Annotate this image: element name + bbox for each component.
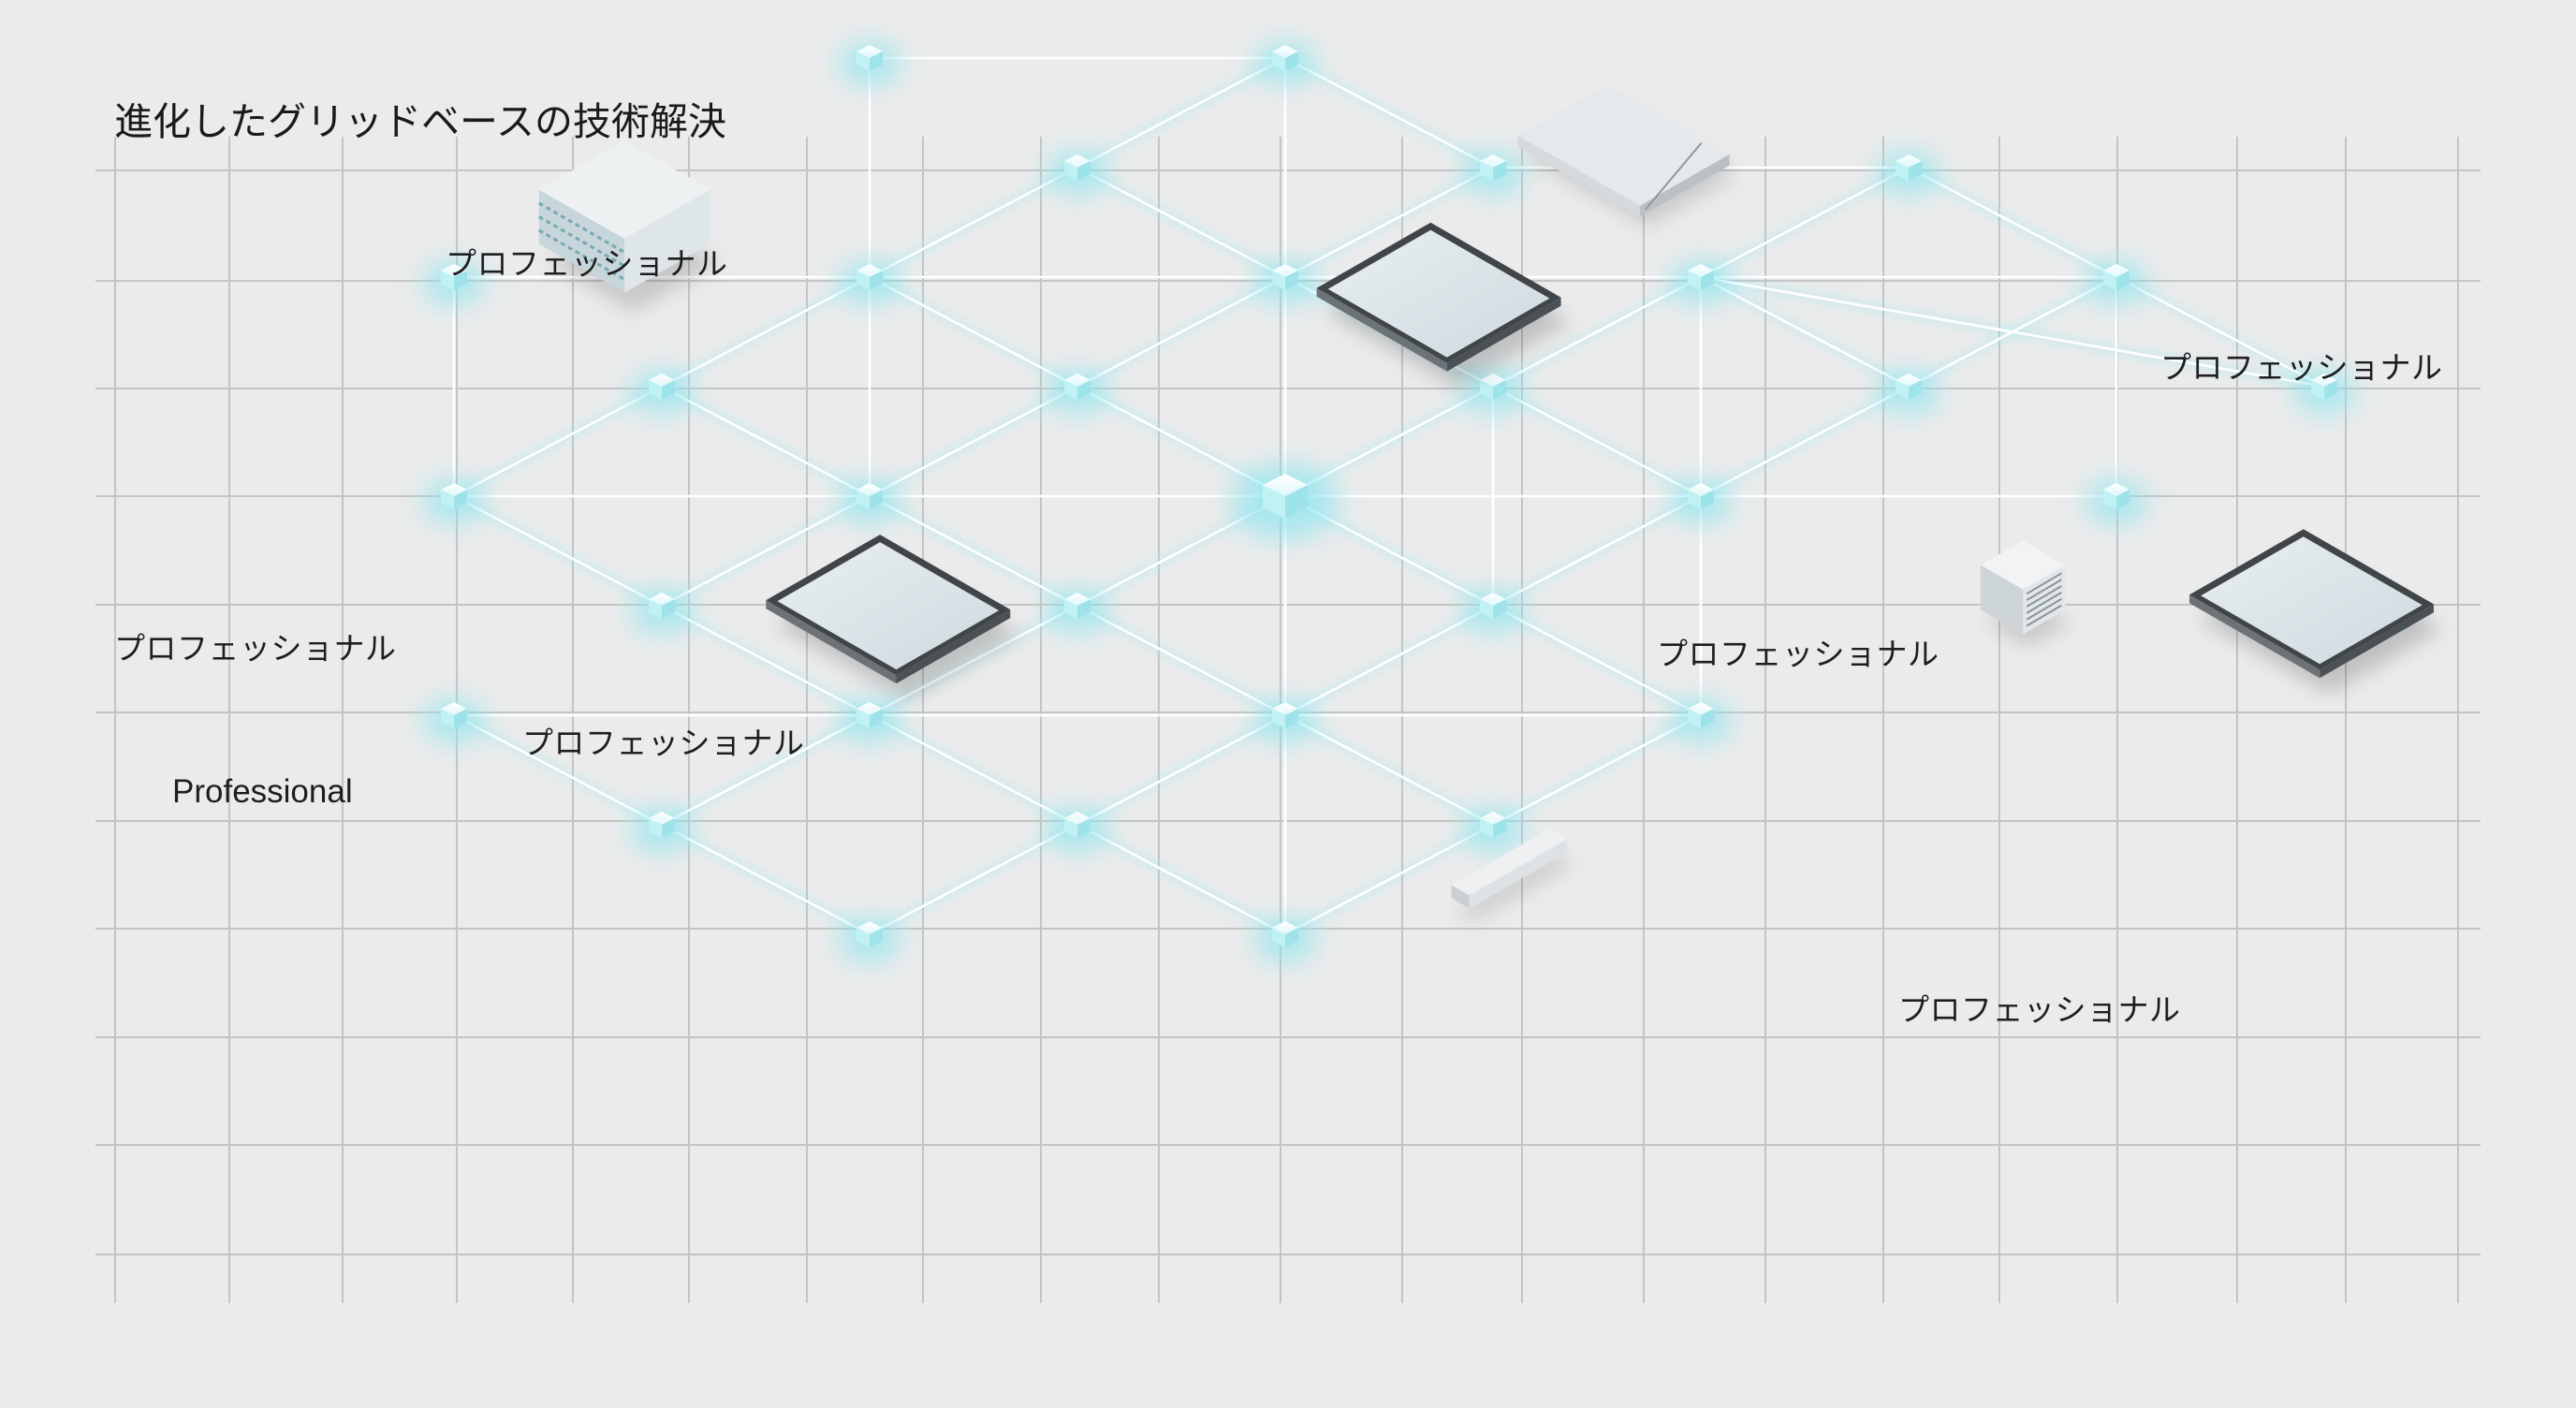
diagram-title: 進化したグリッドベースの技術解決 bbox=[114, 99, 726, 144]
server-cube bbox=[1980, 540, 2071, 648]
network-link bbox=[869, 166, 1078, 279]
network-node bbox=[1253, 698, 1317, 743]
tablet-screen bbox=[777, 542, 1000, 670]
network-link bbox=[1076, 604, 1286, 717]
network-link bbox=[1284, 604, 1494, 717]
network-node bbox=[1253, 917, 1317, 962]
network-node bbox=[1461, 370, 1525, 415]
devices bbox=[538, 83, 2443, 920]
network-node bbox=[1669, 479, 1733, 524]
network-node bbox=[1461, 808, 1525, 853]
network-node bbox=[2292, 370, 2356, 415]
usb-drive bbox=[1451, 829, 1573, 920]
network-node bbox=[838, 698, 901, 743]
network-node bbox=[1046, 370, 1109, 415]
network-nodes bbox=[422, 41, 2356, 962]
network-node bbox=[1046, 808, 1109, 853]
network-link bbox=[453, 494, 663, 608]
network-link bbox=[2115, 275, 2325, 389]
network-node bbox=[1877, 151, 1940, 196]
network-link bbox=[869, 713, 1078, 827]
network-node bbox=[2085, 479, 2148, 524]
tablet-center bbox=[1316, 222, 1571, 388]
network-link bbox=[1700, 275, 1910, 389]
network-node bbox=[838, 479, 901, 524]
network-node bbox=[1461, 589, 1525, 634]
network-node bbox=[630, 589, 694, 634]
network-link bbox=[661, 385, 871, 498]
network-link bbox=[1076, 56, 1286, 169]
network-node bbox=[422, 479, 486, 524]
network-link bbox=[1076, 166, 1286, 279]
network-node bbox=[1877, 370, 1940, 415]
network-link bbox=[1076, 823, 1286, 936]
network-node bbox=[1231, 463, 1339, 540]
network-node bbox=[1669, 260, 1733, 305]
network-link bbox=[1492, 494, 1702, 608]
network-links bbox=[452, 56, 2325, 936]
network-node bbox=[1461, 151, 1525, 196]
network-link bbox=[869, 494, 1078, 608]
label-mid-left: プロフェッショナル bbox=[114, 630, 397, 667]
network-link bbox=[661, 275, 871, 389]
label-top-left: プロフェッショナル bbox=[446, 245, 728, 282]
label-top-right: プロフェッショナル bbox=[2160, 349, 2443, 386]
tablet-screen bbox=[1327, 229, 1550, 358]
network-link bbox=[869, 385, 1078, 498]
label-center-left: プロフェッショナル bbox=[522, 725, 805, 761]
network-link bbox=[1908, 275, 2117, 389]
network-link bbox=[661, 823, 871, 936]
network-link bbox=[1076, 275, 1286, 389]
network-node bbox=[630, 370, 694, 415]
network-link bbox=[869, 275, 1078, 389]
network-node bbox=[422, 698, 486, 743]
network-link bbox=[1284, 713, 1494, 827]
network-node bbox=[630, 808, 694, 853]
label-english: Professional bbox=[172, 773, 353, 810]
network-node bbox=[838, 260, 901, 305]
network-node bbox=[1253, 260, 1317, 305]
network-node bbox=[1669, 698, 1733, 743]
label-bottom-right: プロフェッショナル bbox=[1898, 991, 2181, 1028]
network-node bbox=[838, 917, 901, 962]
network-link bbox=[1284, 56, 1494, 169]
network-link bbox=[453, 385, 663, 498]
tablet-left bbox=[766, 535, 1020, 700]
network-link bbox=[661, 494, 871, 608]
network-link bbox=[1284, 823, 1494, 936]
network-link bbox=[1492, 385, 1702, 498]
network-node bbox=[1046, 589, 1109, 634]
network-link bbox=[1492, 713, 1702, 827]
laptop-top bbox=[1517, 83, 1737, 227]
label-center-right: プロフェッショナル bbox=[1657, 636, 1939, 672]
network-link bbox=[1908, 166, 2117, 279]
network-node bbox=[1253, 41, 1317, 86]
server-rack bbox=[538, 139, 720, 312]
tablet-screen bbox=[2201, 536, 2422, 665]
network-link bbox=[1284, 166, 1494, 279]
network-link bbox=[661, 713, 871, 827]
network-link bbox=[1700, 166, 1910, 279]
network-link bbox=[1492, 604, 1702, 717]
network-link bbox=[661, 604, 871, 717]
network-node bbox=[1046, 151, 1109, 196]
network-link bbox=[1700, 385, 1910, 498]
network-link bbox=[1492, 275, 1702, 389]
network-node bbox=[2085, 260, 2148, 305]
tablet-right bbox=[2189, 529, 2443, 695]
network-link bbox=[869, 823, 1078, 936]
network-link bbox=[453, 713, 663, 827]
network-node bbox=[422, 260, 486, 305]
network-link bbox=[1076, 713, 1286, 827]
network-node bbox=[838, 41, 901, 86]
